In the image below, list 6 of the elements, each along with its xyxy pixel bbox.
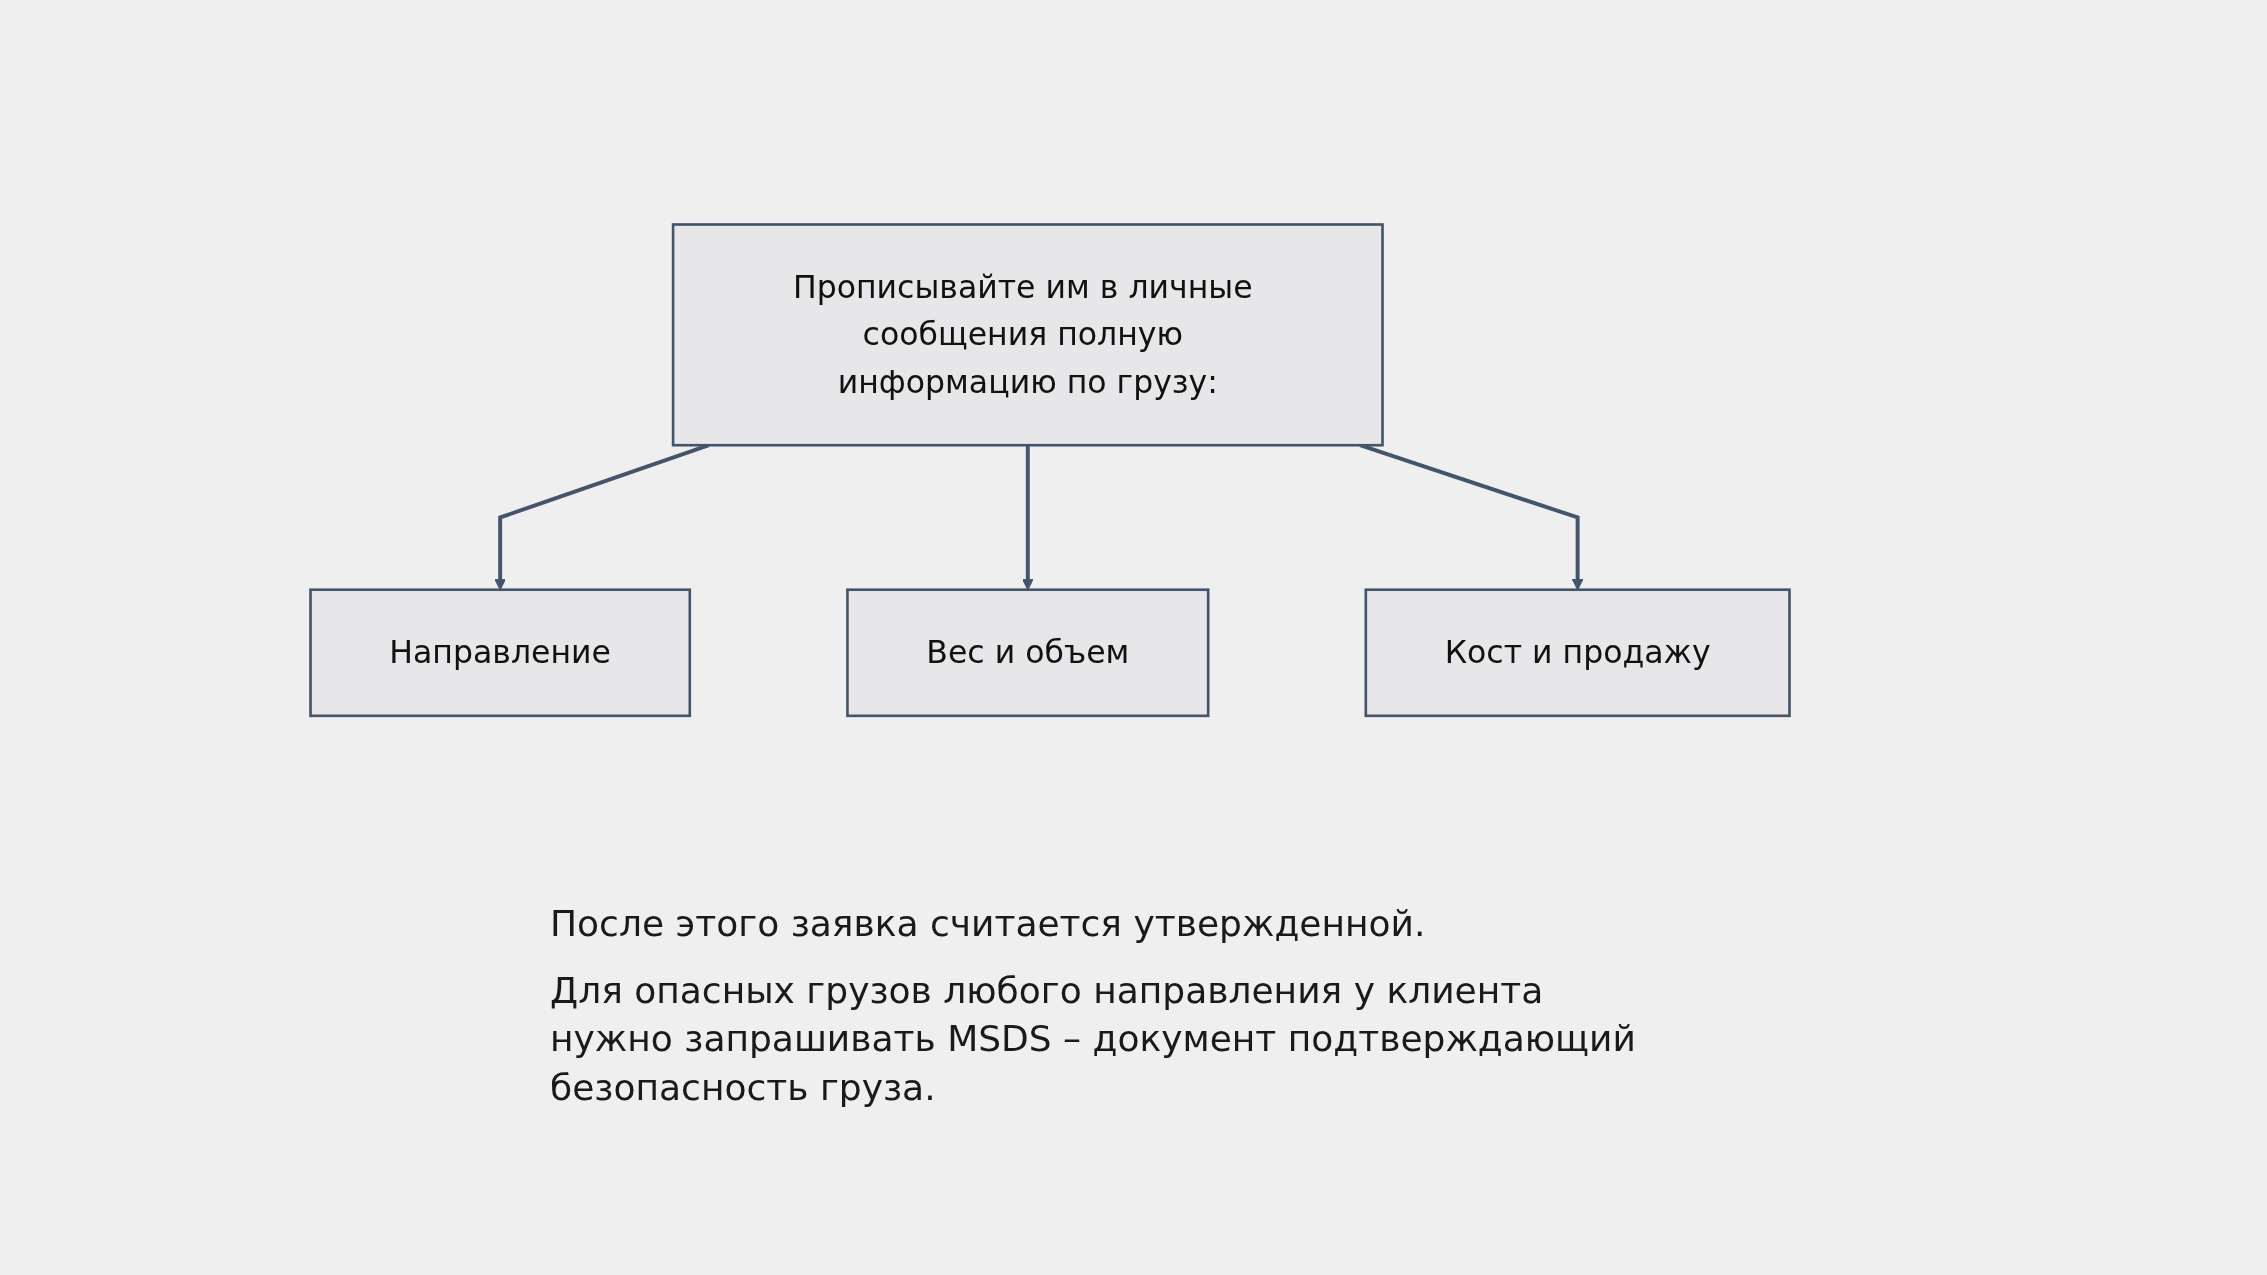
note-paragraph: После этого заявка считается утвержденной. [550, 902, 1427, 946]
node-box: Вес и объем [846, 588, 1210, 717]
node-box: Прописывайте им в личные сообщения полную информацию по грузу: [671, 223, 1384, 447]
node-box: Кост и продажу [1364, 588, 1791, 717]
note-paragraph: Для опасных грузов любого направления у клиента нужно запрашивать MSDS – документ подтверждающий безопасность груза. [550, 968, 1637, 1110]
node-box: Направление [309, 588, 692, 717]
